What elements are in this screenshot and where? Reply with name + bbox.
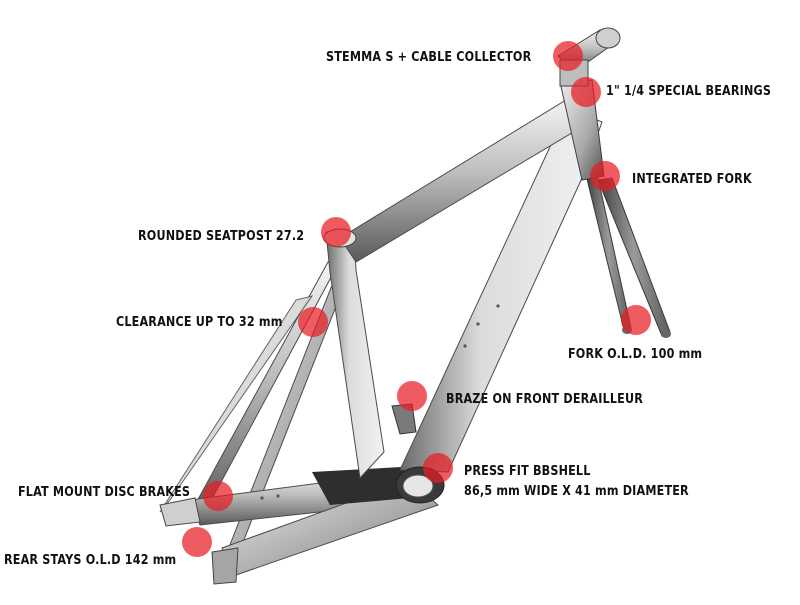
hotspot-seatpost[interactable] (321, 217, 351, 247)
label-clearance: CLEARANCE UP TO 32 mm (116, 315, 283, 330)
rear-dropouts (159, 497, 239, 585)
label-bearings: 1" 1/4 SPECIAL BEARINGS (606, 84, 772, 99)
label-disc-brakes: FLAT MOUNT DISC BRAKES (18, 485, 191, 500)
chain-stays (189, 466, 439, 576)
hotspot-disc-brakes[interactable] (203, 481, 233, 511)
hotspot-stem[interactable] (553, 41, 583, 71)
label-stem: STEMMA S + CABLE COLLECTOR (326, 50, 532, 65)
hotspot-fork[interactable] (590, 161, 620, 191)
label-bbshell-line1: PRESS FIT BBSHELL (464, 464, 591, 479)
label-fork-old: FORK O.L.D. 100 mm (568, 347, 703, 362)
hotspot-braze-on[interactable] (397, 381, 427, 411)
label-braze-on: BRAZE ON FRONT DERAILLEUR (446, 392, 644, 407)
label-bbshell-line2: 86,5 mm WIDE X 41 mm DIAMETER (464, 484, 689, 499)
hotspot-fork-old[interactable] (621, 305, 651, 335)
hotspot-rear-stays[interactable] (182, 527, 212, 557)
hotspot-bbshell[interactable] (423, 453, 453, 483)
label-seatpost: ROUNDED SEATPOST 27.2 (138, 229, 305, 244)
hotspot-clearance[interactable] (298, 307, 328, 337)
hotspot-bearings[interactable] (571, 77, 601, 107)
cable-ports (260, 304, 500, 500)
label-rear-stays: REAR STAYS O.L.D 142 mm (4, 553, 177, 568)
seat-tube (325, 231, 385, 480)
label-fork: INTEGRATED FORK (632, 172, 752, 187)
